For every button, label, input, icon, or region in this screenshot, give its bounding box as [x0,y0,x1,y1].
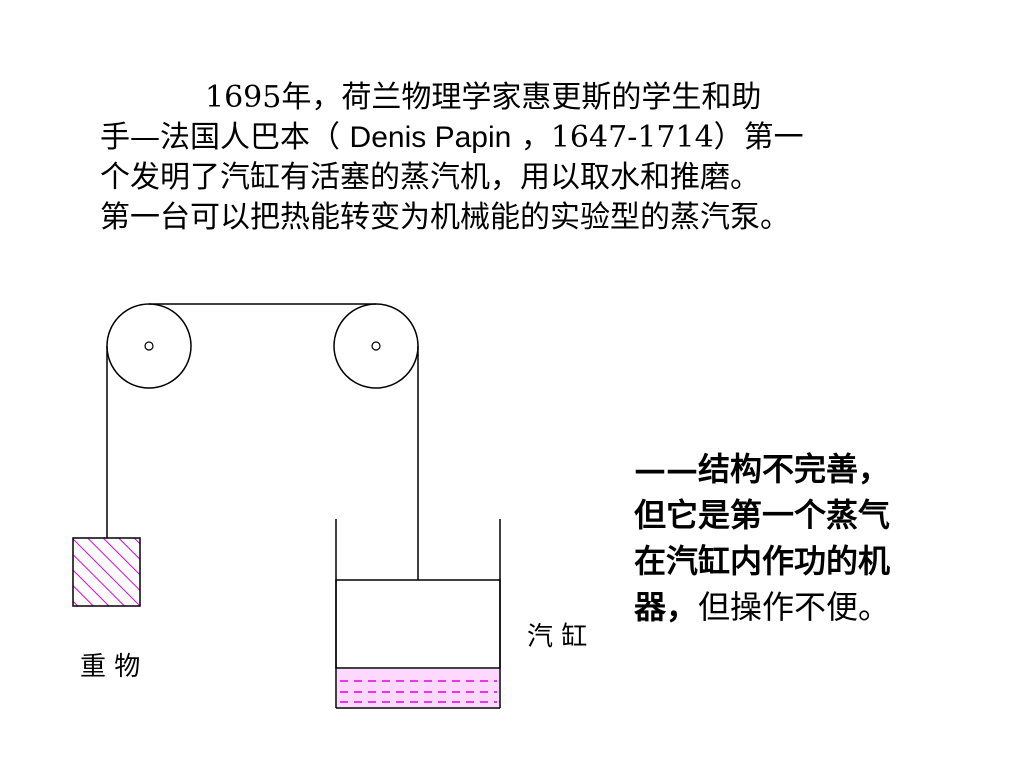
water [337,669,499,707]
piston [335,579,501,669]
note-line-4: 器，但操作不便。 [634,584,974,630]
right-pulley [333,303,419,389]
intro-line-2: 手—法国人巴本（ Denis Papin ，1647-1714）第一 [100,118,930,158]
cylinder-label: 汽 缸 [527,622,587,652]
intro-line-3: 个发明了汽缸有活塞的蒸汽机，用以取水和推磨。 [100,160,760,195]
right-pulley-axle [371,341,381,351]
left-pulley-axle [144,341,154,351]
note-line-1: ——结构不完善， [634,450,891,488]
intro-line-4: 第一台可以把热能转变为机械能的实验型的蒸汽泵。 [100,200,790,235]
intro-line-2-start: 手—法国人巴本（ [100,120,350,155]
note-line-4-rest: 但操作不便。 [698,588,891,626]
note-line-4-bold: 器， [634,588,699,626]
intro-person-name: Denis Papin [349,121,512,154]
note-line-2: 但它是第一个蒸气 [634,496,891,534]
note-line-3: 在汽缸内作功的机 [634,542,891,580]
evaluation-note: ——结构不完善， 但它是第一个蒸气 在汽缸内作功的机 器，但操作不便。 [634,446,974,630]
intro-line-2-end: ，1647-1714）第一 [511,120,804,155]
intro-line-1: 1695年，荷兰物理学家惠更斯的学生和助 [205,80,762,115]
intro-paragraph: 1695年，荷兰物理学家惠更斯的学生和助 手—法国人巴本（ Denis Papi… [100,78,930,238]
weight-block [72,537,141,607]
rope [106,303,419,580]
left-pulley [106,303,192,389]
weight-label: 重 物 [80,652,140,682]
